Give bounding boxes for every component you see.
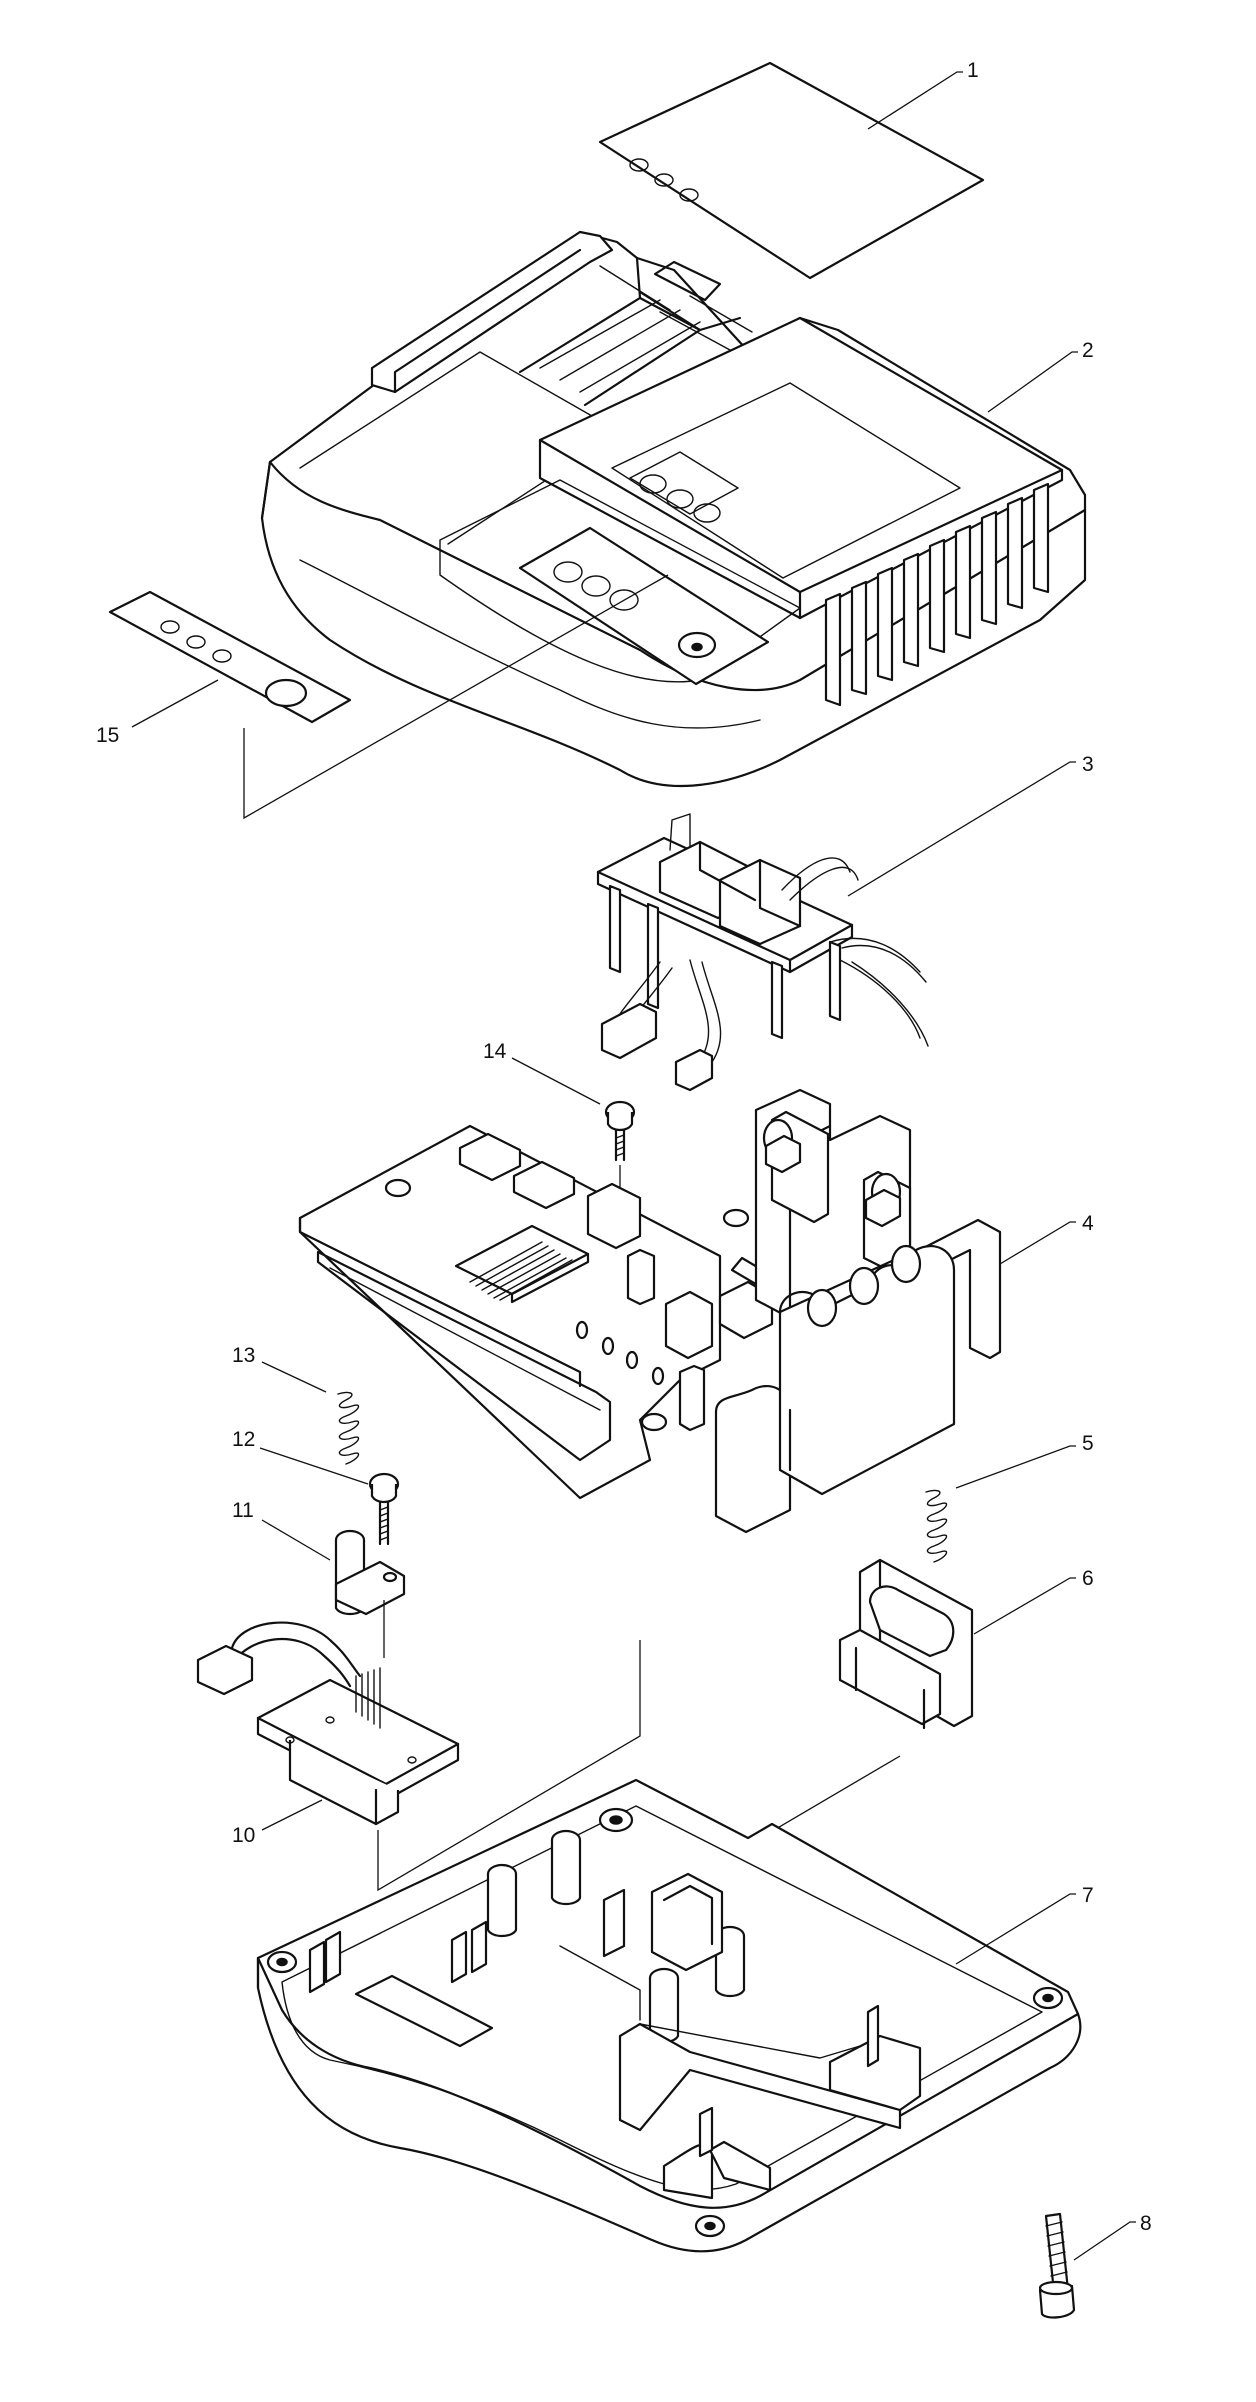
ic-chip: [454, 1224, 590, 1304]
callout-13: 13: [232, 1344, 255, 1367]
part-15-front-label: [108, 574, 669, 820]
part-1-label-sheet: [598, 61, 985, 280]
callout-1: 1: [967, 59, 979, 82]
top-indicator-lights: [629, 451, 739, 523]
callout-11: 11: [232, 1499, 254, 1522]
callout-6: 6: [1082, 1567, 1094, 1590]
part-14-screw: [511, 1057, 636, 1222]
callout-4: 4: [1082, 1212, 1094, 1235]
part-6-slider: [739, 1558, 1076, 1860]
part-5-spring: [925, 1445, 1076, 1563]
part-13-spring: [261, 1361, 360, 1465]
callout-2: 2: [1082, 339, 1094, 362]
part-11-holder: [261, 1519, 406, 1658]
callout-8: 8: [1140, 2212, 1152, 2235]
callout-15: 15: [96, 724, 119, 747]
part-7-base-housing: [256, 1778, 1082, 2253]
side-vents: [824, 482, 1050, 707]
part-10-switch-pcb: [196, 1621, 641, 1892]
front-indicator-panel: [518, 526, 770, 686]
callout-labels: 1 2 3 4 5 6 7 8 10 11 12 13 14 15: [96, 59, 1152, 2235]
part-12-screw: [259, 1447, 400, 1546]
part-8-screw: [1038, 2212, 1136, 2319]
callout-12: 12: [232, 1428, 255, 1451]
part-3-terminal-assembly: [596, 761, 1076, 1092]
callout-10: 10: [232, 1824, 255, 1847]
internal-bosses: [308, 1829, 746, 2044]
part-2-top-housing: [260, 230, 1087, 788]
callout-7: 7: [1082, 1884, 1094, 1907]
callout-3: 3: [1082, 753, 1094, 776]
callout-5: 5: [1082, 1432, 1094, 1455]
part-4-pcb-assembly: [298, 1088, 1076, 1534]
callout-14: 14: [483, 1040, 507, 1063]
